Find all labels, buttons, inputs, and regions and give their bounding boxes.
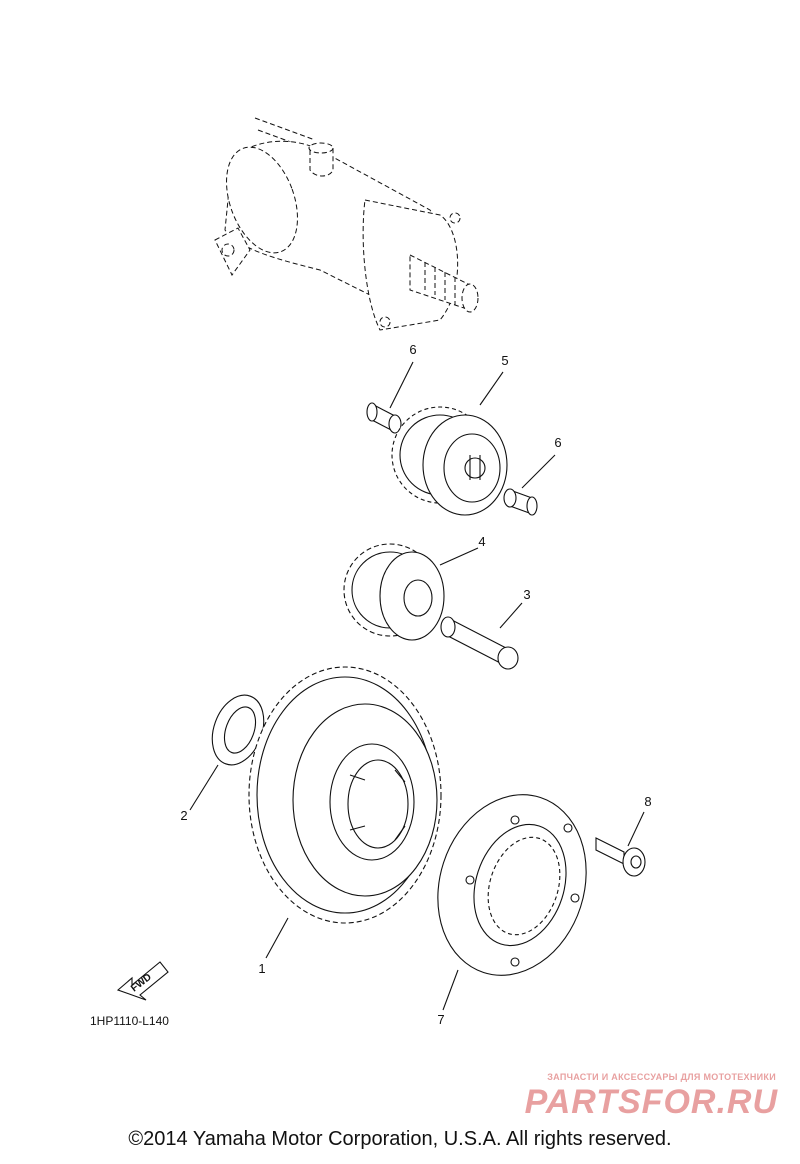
part-1-starter-wheel-gear	[248, 666, 442, 924]
callout-4: 4	[478, 534, 485, 549]
callout-7: 7	[437, 1012, 444, 1027]
callout-6b: 6	[554, 435, 561, 450]
copyright-notice: ©2014 Yamaha Motor Corporation, U.S.A. A…	[128, 1128, 672, 1150]
fwd-arrow-icon: FWD	[116, 961, 169, 1001]
callout-8: 8	[644, 794, 651, 809]
part-4-gear	[343, 543, 445, 641]
part-5-idle-gear-assembly	[391, 406, 508, 516]
watermark: ЗАПЧАСТИ И АКСЕССУАРЫ ДЛЯ МОТОТЕХНИКИ PA…	[525, 1072, 779, 1121]
callout-3: 3	[523, 587, 530, 602]
callout-6a: 6	[409, 342, 416, 357]
part-8-bolt	[595, 837, 646, 877]
callout-1: 1	[258, 961, 265, 976]
starter-motor	[214, 117, 479, 331]
part-3-shaft	[440, 616, 519, 670]
part-6-collar-left	[366, 402, 402, 434]
callout-5: 5	[501, 353, 508, 368]
watermark-tagline: ЗАПЧАСТИ И АКСЕССУАРЫ ДЛЯ МОТОТЕХНИКИ	[547, 1072, 776, 1082]
leader-lines	[189, 361, 645, 1011]
callout-2: 2	[180, 808, 187, 823]
watermark-logo: PARTSFOR.RU	[525, 1083, 779, 1121]
figure-code: 1HP1110-L140	[90, 1014, 169, 1028]
part-7-one-way-clutch	[437, 794, 587, 976]
callout-numbers: 6 5 6 4 3 2 8 1 7	[180, 342, 651, 1027]
part-6-collar-right	[503, 488, 538, 516]
